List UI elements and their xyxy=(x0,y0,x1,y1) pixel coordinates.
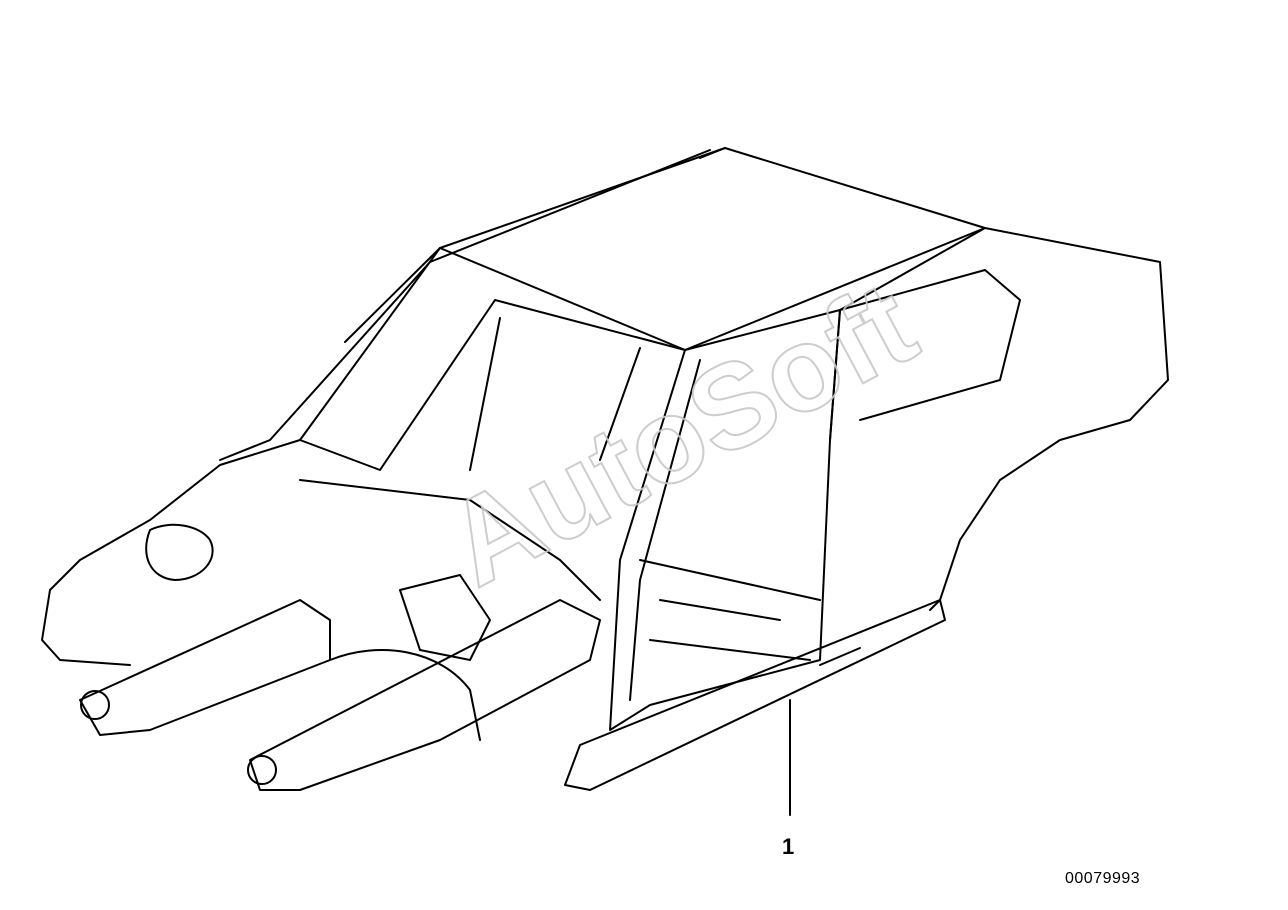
sill-slot xyxy=(819,647,861,666)
c-pillar xyxy=(829,227,986,441)
windshield-frame xyxy=(299,247,686,471)
a-pillar xyxy=(219,261,431,461)
front-rail-right-end xyxy=(247,755,277,785)
floor-panel xyxy=(639,559,821,661)
front-wheel-arch xyxy=(329,649,481,741)
front-rail-left xyxy=(79,599,331,736)
cowl-firewall xyxy=(41,439,301,666)
front-rail-right xyxy=(249,599,601,791)
diagram-id: 00079993 xyxy=(1065,870,1141,887)
tunnel xyxy=(399,574,491,661)
watermark: AutoSoft xyxy=(426,256,936,612)
roof-rail-trim xyxy=(344,147,726,343)
rear-window-opening xyxy=(839,269,1021,421)
rear-quarter-panel xyxy=(929,227,1169,611)
callout-label-1: 1 xyxy=(782,834,795,859)
dash-panel xyxy=(299,479,601,601)
windshield-inner xyxy=(469,317,641,471)
strut-tower xyxy=(145,523,214,581)
b-pillar-inner xyxy=(629,359,701,701)
rocker-sill xyxy=(564,599,946,791)
front-rail-left-end xyxy=(80,690,110,720)
